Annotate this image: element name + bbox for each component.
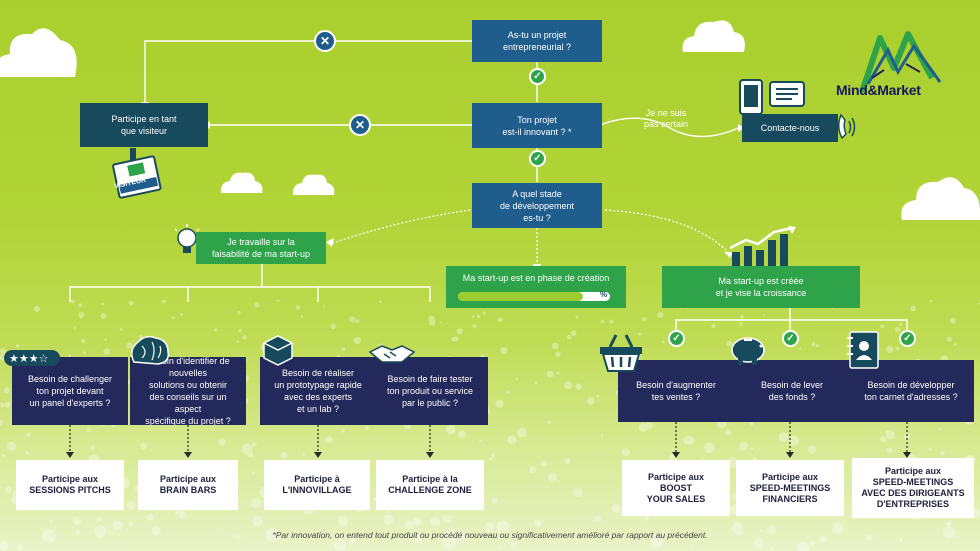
question-innovative-label: Ton projet est-il innovant ? *: [502, 114, 572, 137]
piggy-bank-icon: [731, 337, 765, 365]
need-box-network: Besoin de développer ton carnet d'adress…: [848, 360, 974, 422]
need-challenge-label: Besoin de faire tester ton produit ou se…: [386, 374, 474, 408]
uncertain-label: Je ne suis pas certain: [643, 108, 689, 129]
question-box-project: As-tu un projet entrepreneurial ?: [472, 20, 602, 62]
need-innovillage-label: Besoin de réaliser un prototypage rapide…: [274, 368, 362, 414]
feasibility-box: Je travaille sur la faisabilité de ma st…: [196, 232, 326, 264]
need-network-label: Besoin de développer ton carnet d'adress…: [864, 380, 958, 402]
question-stage-label: A quel stade de développement es-tu ?: [499, 188, 575, 223]
yes-check-icon-1: ✓: [529, 68, 546, 85]
outcome-innovillage-label: Participe à L'INNOVILLAGE: [282, 474, 352, 495]
need-pitch-label: Besoin de challenger ton projet devant u…: [27, 374, 113, 408]
no-cross-icon-2: ✕: [349, 114, 371, 136]
visitor-label: Participe en tant que visiteur: [111, 114, 177, 136]
shopping-basket-icon: [600, 334, 642, 372]
devices-icon: [739, 79, 805, 115]
need-sales-label: Besoin d'augmenter tes ventes ?: [636, 380, 716, 402]
badge-icon: [112, 148, 162, 199]
cloud-mid-small: [292, 174, 335, 195]
need-box-pitch: Besoin de challenger ton projet devant u…: [12, 357, 128, 425]
creation-progress-bar: [458, 292, 610, 301]
creation-label: Ma start-up est en phase de création: [462, 273, 610, 283]
svg-text:★★★☆: ★★★☆: [9, 352, 49, 365]
logo-wordmark: Mind&Market: [836, 82, 921, 98]
address-book-icon: [847, 331, 879, 369]
growth-chart-icon: [729, 226, 796, 266]
cloud-top-left: [0, 28, 77, 77]
cloud-left-small: [220, 172, 263, 193]
outcome-pitch-label: Participe aux SESSIONS PITCHS: [29, 474, 111, 495]
growth-label: Ma start-up est créée et je vise la croi…: [715, 276, 807, 298]
creation-progress-fill: [458, 292, 583, 301]
lightbulb-icon: [174, 224, 200, 253]
cloud-top-center: [682, 20, 745, 52]
check-icon-sales: ✓: [668, 330, 685, 347]
mindmarket-logo: [859, 31, 942, 93]
check-icon-funds: ✓: [782, 330, 799, 347]
no-cross-icon-1: ✕: [314, 30, 336, 52]
question-box-stage: A quel stade de développement es-tu ?: [472, 183, 602, 228]
contact-label: Contacte-nous: [760, 123, 820, 133]
contact-box[interactable]: Contacte-nous: [742, 114, 838, 142]
question-box-innovative: Ton projet est-il innovant ? *: [472, 103, 602, 148]
outcome-box-pitch[interactable]: Participe aux SESSIONS PITCHS: [16, 460, 124, 510]
need-box-brainbar: Besoin d'identifier de nouvelles solutio…: [130, 356, 246, 426]
footnote: *Par innovation, on entend tout produit …: [272, 530, 708, 540]
need-box-challenge: Besoin de faire tester ton produit ou se…: [372, 357, 488, 425]
outcome-brainbar-label: Participe aux BRAIN BARS: [159, 474, 217, 495]
cube-icon: [263, 335, 293, 366]
need-funds-label: Besoin de lever des fonds ?: [760, 380, 824, 402]
outcome-box-innovillage[interactable]: Participe à L'INNOVILLAGE: [264, 460, 370, 510]
cloud-right: [901, 177, 980, 220]
creation-box: Ma start-up est en phase de création: [446, 266, 626, 308]
outcome-box-brainbar[interactable]: Participe aux BRAIN BARS: [138, 460, 238, 510]
yes-check-icon-2: ✓: [529, 150, 546, 167]
outcome-funds-label: Participe aux SPEED-MEETINGS FINANCIERS: [749, 471, 831, 504]
progress-percent-icon: %: [600, 290, 608, 299]
outcome-box-network[interactable]: Participe aux SPEED-MEETINGS AVEC DES DI…: [852, 458, 974, 518]
outcome-challenge-label: Participe à la CHALLENGE ZONE: [388, 474, 472, 495]
outcome-sales-label: Participe aux BOOST YOUR SALES: [646, 471, 706, 504]
outcome-box-challenge[interactable]: Participe à la CHALLENGE ZONE: [376, 460, 484, 510]
need-box-funds: Besoin de lever des fonds ?: [734, 360, 850, 422]
brain-icon: [131, 335, 170, 365]
need-box-innovillage: Besoin de réaliser un prototypage rapide…: [260, 357, 376, 425]
outcome-box-sales[interactable]: Participe aux BOOST YOUR SALES: [622, 460, 730, 516]
outcome-network-label: Participe aux SPEED-MEETINGS AVEC DES DI…: [861, 466, 965, 509]
star-rating-icon: ★★★☆: [4, 350, 60, 366]
question-project-label: As-tu un projet entrepreneurial ?: [502, 30, 572, 52]
feasibility-label: Je travaille sur la faisabilité de ma st…: [211, 237, 311, 259]
outcome-box-funds[interactable]: Participe aux SPEED-MEETINGS FINANCIERS: [736, 460, 844, 516]
handshake-icon: [368, 345, 416, 363]
growth-box: Ma start-up est créée et je vise la croi…: [662, 266, 860, 308]
visitor-box: Participe en tant que visiteur: [80, 103, 208, 147]
need-box-sales: Besoin d'augmenter tes ventes ?: [618, 360, 734, 422]
check-icon-network: ✓: [899, 330, 916, 347]
phone-icon: [838, 113, 856, 140]
